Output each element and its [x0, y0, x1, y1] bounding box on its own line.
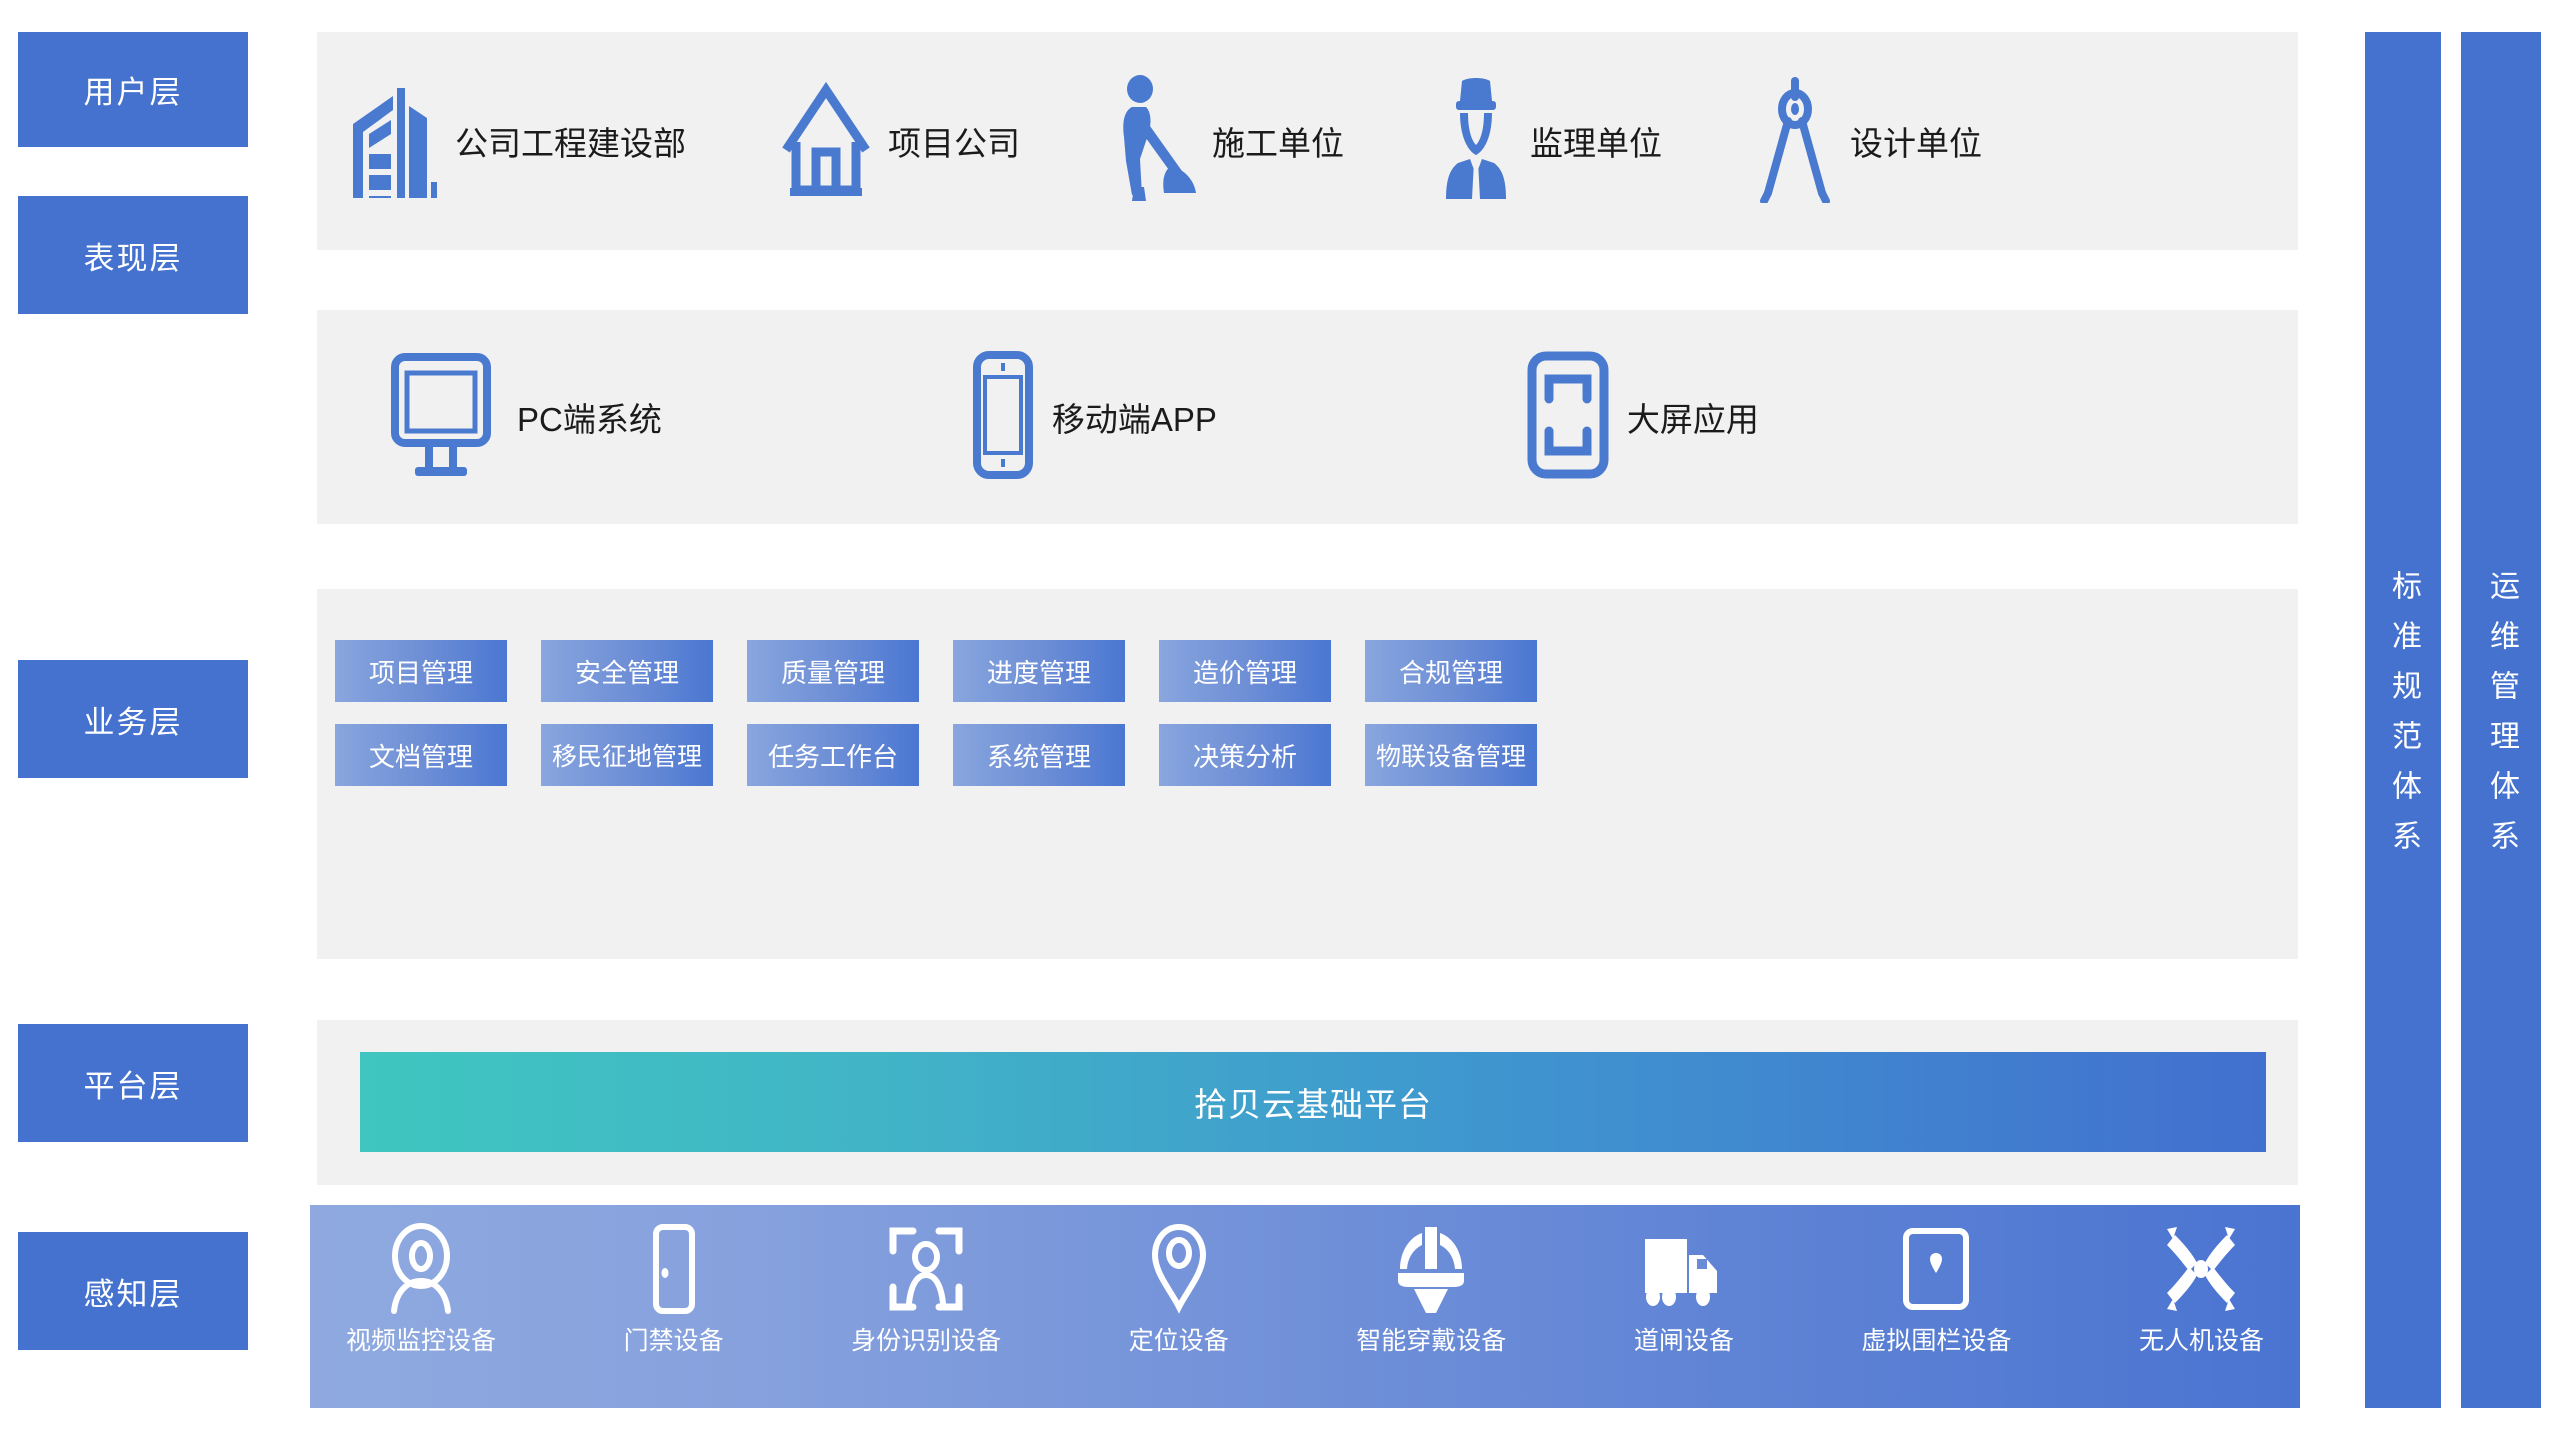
- business-card-label: 决策分析: [1192, 741, 1297, 772]
- perception-item-access-control[interactable]: 门禁设备: [624, 1223, 724, 1357]
- perception-item-drone[interactable]: 无人机设备: [2139, 1223, 2264, 1357]
- compass-divider-icon: [1754, 75, 1836, 208]
- business-card-label: 物联设备管理: [1375, 743, 1526, 771]
- side-bar-standards[interactable]: 标准规范体系: [2365, 32, 2441, 1408]
- perception-item-label: 视频监控设备: [346, 1327, 497, 1355]
- user-item-construction-unit[interactable]: 施工单位: [1112, 74, 1344, 208]
- business-card-label: 质量管理: [780, 657, 885, 688]
- user-item-project-company[interactable]: 项目公司: [778, 80, 1020, 203]
- virtual-fence-icon: [1900, 1223, 1972, 1315]
- location-pin-icon: [1149, 1223, 1209, 1315]
- perception-item-label: 虚拟围栏设备: [1861, 1327, 2012, 1355]
- user-item-label: 施工单位: [1212, 125, 1344, 162]
- side-bar-operations[interactable]: 运维管理体系: [2461, 32, 2541, 1408]
- business-card-label: 安全管理: [574, 657, 679, 688]
- presentation-item-pc-system[interactable]: PC端系统: [389, 351, 662, 484]
- layer-label-platform: 平台层: [18, 1024, 248, 1142]
- business-card-iot-device-management[interactable]: 物联设备管理: [1365, 724, 1537, 786]
- access-door-icon: [651, 1223, 697, 1315]
- layer-label-perception-text: 感知层: [83, 1276, 183, 1312]
- large-screen-icon: [1527, 351, 1609, 484]
- user-item-design-unit[interactable]: 设计单位: [1754, 75, 1982, 208]
- drone-icon: [2159, 1223, 2243, 1315]
- construction-worker-icon: [1112, 74, 1198, 208]
- user-item-label: 设计单位: [1850, 125, 1982, 162]
- business-card-compliance-management[interactable]: 合规管理: [1365, 640, 1537, 702]
- business-card-resettlement-land-management[interactable]: 移民征地管理: [541, 724, 713, 786]
- house-icon: [778, 80, 874, 203]
- platform-base-bar-title: 拾贝云基础平台: [1194, 1086, 1432, 1123]
- perception-item-label: 道闸设备: [1633, 1327, 1734, 1355]
- business-card-project-management[interactable]: 项目管理: [335, 640, 507, 702]
- user-item-label: 项目公司: [888, 125, 1020, 162]
- layer-label-business: 业务层: [18, 660, 248, 778]
- business-card-document-management[interactable]: 文档管理: [335, 724, 507, 786]
- user-item-label: 公司工程建设部: [455, 125, 686, 162]
- side-bar-operations-text: 运维管理体系: [2485, 570, 2518, 870]
- presentation-item-label: 移动端APP: [1051, 401, 1217, 438]
- user-layer-items: 公司工程建设部 项目公司: [347, 32, 1982, 250]
- business-card-system-management[interactable]: 系统管理: [953, 724, 1125, 786]
- layer-label-perception: 感知层: [18, 1232, 248, 1350]
- perception-item-barrier-gate[interactable]: 道闸设备: [1634, 1223, 1734, 1357]
- presentation-item-label: 大屏应用: [1626, 401, 1759, 438]
- perception-item-label: 智能穿戴设备: [1356, 1327, 1507, 1355]
- business-card-label: 项目管理: [368, 657, 473, 688]
- face-recognition-icon: [887, 1223, 965, 1315]
- user-item-label: 监理单位: [1530, 125, 1662, 162]
- layer-label-business-text: 业务层: [83, 704, 183, 740]
- business-card-label: 进度管理: [986, 657, 1091, 688]
- platform-base-bar[interactable]: 拾贝云基础平台: [360, 1052, 2266, 1152]
- business-card-decision-analysis[interactable]: 决策分析: [1159, 724, 1331, 786]
- desktop-monitor-icon: [389, 351, 499, 484]
- business-card-task-workbench[interactable]: 任务工作台: [747, 724, 919, 786]
- business-layer-card-grid: 项目管理 安全管理 质量管理 进度管理 造价管理 合规管理 文档管理 移民征地管…: [335, 640, 1537, 786]
- supervisor-person-icon: [1436, 75, 1516, 208]
- business-card-cost-management[interactable]: 造价管理: [1159, 640, 1331, 702]
- presentation-layer-panel: PC端系统 移动端APP: [317, 310, 2298, 524]
- smart-helmet-icon: [1394, 1223, 1468, 1315]
- business-card-schedule-management[interactable]: 进度管理: [953, 640, 1125, 702]
- office-building-icon: [347, 76, 441, 207]
- smartphone-icon: [972, 350, 1034, 484]
- perception-item-video-surveillance[interactable]: 视频监控设备: [346, 1223, 496, 1357]
- perception-layer-bar: 视频监控设备 门禁设备: [310, 1205, 2300, 1408]
- presentation-item-large-screen[interactable]: 大屏应用: [1527, 351, 1759, 484]
- business-card-label: 文档管理: [368, 741, 473, 772]
- business-card-label: 系统管理: [986, 741, 1091, 772]
- layer-label-presentation: 表现层: [18, 196, 248, 314]
- presentation-item-label: PC端系统: [517, 401, 662, 438]
- user-item-supervision-unit[interactable]: 监理单位: [1436, 75, 1662, 208]
- layer-label-platform-text: 平台层: [83, 1068, 183, 1104]
- business-card-quality-management[interactable]: 质量管理: [747, 640, 919, 702]
- perception-item-smart-wearable[interactable]: 智能穿戴设备: [1356, 1223, 1506, 1357]
- perception-item-label: 身份识别设备: [851, 1327, 1002, 1355]
- business-card-label: 造价管理: [1192, 657, 1297, 688]
- perception-item-identity-recognition[interactable]: 身份识别设备: [851, 1223, 1001, 1357]
- perception-item-label: 定位设备: [1128, 1327, 1229, 1355]
- user-layer-panel: 公司工程建设部 项目公司: [317, 32, 2298, 250]
- user-item-company-engineering-dept[interactable]: 公司工程建设部: [347, 76, 686, 207]
- video-camera-icon: [384, 1223, 458, 1315]
- perception-item-label: 无人机设备: [2138, 1327, 2264, 1355]
- side-bar-standards-text: 标准规范体系: [2387, 570, 2420, 870]
- presentation-layer-items: PC端系统 移动端APP: [389, 310, 1759, 524]
- perception-item-virtual-fence[interactable]: 虚拟围栏设备: [1861, 1223, 2011, 1357]
- business-card-safety-management[interactable]: 安全管理: [541, 640, 713, 702]
- layer-label-user: 用户层: [18, 32, 248, 147]
- perception-item-label: 门禁设备: [623, 1327, 724, 1355]
- perception-item-positioning[interactable]: 定位设备: [1129, 1223, 1229, 1357]
- business-card-label: 任务工作台: [767, 741, 898, 772]
- layer-label-user-text: 用户层: [83, 75, 183, 110]
- truck-barrier-icon: [1641, 1223, 1727, 1315]
- business-card-label: 移民征地管理: [551, 743, 702, 771]
- business-card-label: 合规管理: [1398, 657, 1503, 688]
- presentation-item-mobile-app[interactable]: 移动端APP: [972, 350, 1217, 484]
- layer-label-presentation-text: 表现层: [83, 240, 183, 276]
